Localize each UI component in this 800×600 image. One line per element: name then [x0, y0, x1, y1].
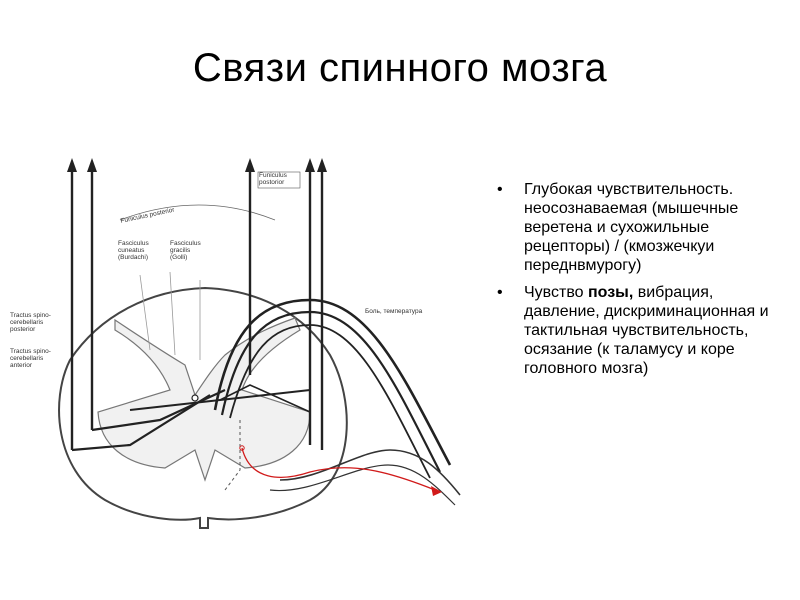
bullet-text-bold: позы,	[587, 284, 634, 301]
label-line: Fasciculus	[170, 240, 201, 247]
label-line: posterior	[10, 326, 36, 333]
slide-title: Связи спинного мозга	[192, 46, 608, 90]
label-funiculus-posterior-top: Funiculus postorior	[259, 172, 287, 186]
bullet-text-after: вибрация, давление, дискриминационная и …	[524, 284, 769, 377]
label-line: Tractus spino-	[10, 312, 51, 319]
bullet-text-before: Чувство	[524, 284, 588, 301]
label-line: (Golli)	[170, 254, 188, 261]
label-line: cuneatus	[118, 247, 145, 254]
bullet-icon: •	[497, 284, 503, 301]
bullet-text: Глубокая чувствительность. неосознаваема…	[524, 181, 739, 274]
label-line: Funiculus	[259, 172, 287, 179]
label-line: cerebellaris	[10, 355, 44, 362]
label-tract-anterior: Tractus spino- cerebellaris anterior	[10, 348, 51, 369]
label-fasciculus-gracilis: Fasciculus gracilis (Golli)	[170, 240, 201, 261]
label-tract-posterior: Tractus spino- cerebellaris posterior	[10, 312, 51, 333]
bullet-item-2: • Чувство позы, вибрация, давление, диск…	[497, 283, 787, 378]
label-line: cerebellaris	[10, 319, 44, 326]
label-line: postorior	[259, 179, 285, 186]
label-pain-temperature: Боль, температура	[365, 308, 423, 315]
label-line: Tractus spino-	[10, 348, 51, 355]
label-line: anterior	[10, 362, 33, 369]
bullet-list: • Глубокая чувствительность. неосознавае…	[497, 180, 787, 386]
spinal-cord-diagram: Funiculus postorior Funiculus posterior …	[10, 150, 480, 545]
spinal-cord-svg	[10, 150, 480, 545]
label-line: (Burdachi)	[118, 254, 148, 261]
cord-outline	[58, 286, 348, 529]
red-fiber	[241, 447, 436, 491]
label-line: Fasciculus	[118, 240, 149, 247]
label-line: gracilis	[170, 247, 191, 254]
label-fasciculus-cuneatus: Fasciculus cuneatus (Burdachi)	[118, 240, 149, 261]
bullet-item-1: • Глубокая чувствительность. неосознавае…	[497, 180, 787, 275]
bullet-icon: •	[497, 181, 503, 198]
